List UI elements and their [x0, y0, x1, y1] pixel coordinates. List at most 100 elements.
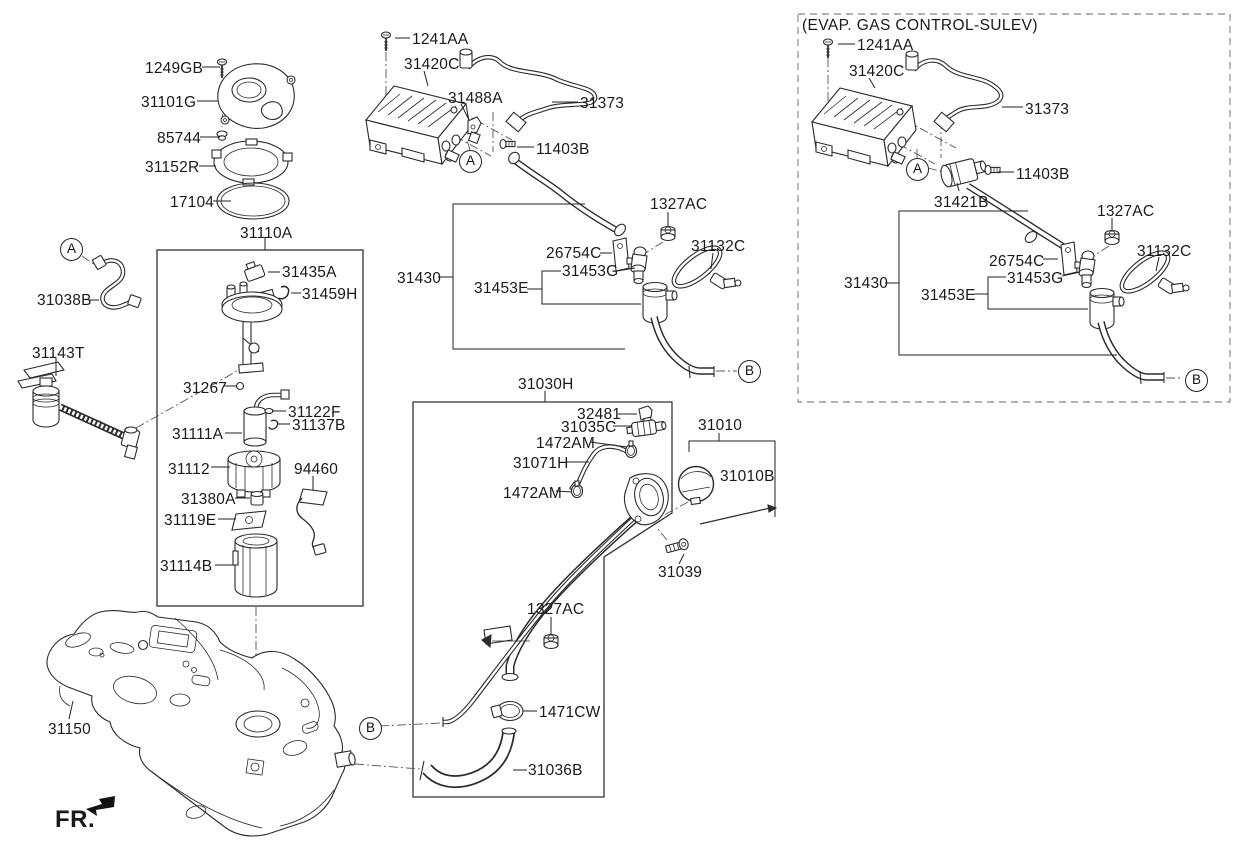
grommet-85744-drawing	[216, 130, 228, 141]
tube-31373-sulev-drawing	[905, 50, 1004, 133]
filter-31453E-drawing	[642, 281, 678, 324]
part-label-11403B: 11403B	[536, 141, 590, 158]
leader-lines	[55, 37, 1160, 771]
part-label-31459H: 31459H	[302, 286, 358, 303]
part-label-1327AC-lower: 1327AC	[527, 601, 585, 618]
part-label-31430: 31430	[397, 270, 442, 287]
section-marker-b-middle: B	[738, 360, 761, 383]
filler-neck-assembly-drawing	[442, 405, 669, 727]
hose-pump-to-valve-sulev-drawing	[966, 183, 1066, 250]
part-label-31132C: 31132C	[691, 238, 746, 255]
part-label-31143T: 31143T	[32, 345, 85, 362]
clip-32481-drawing	[638, 405, 653, 421]
fuel-cap-31010-drawing	[677, 465, 715, 506]
bolt-31039-drawing	[665, 538, 689, 554]
part-label-31112: 31112	[168, 461, 210, 478]
evap-sulev-dashed-box	[797, 13, 1231, 403]
part-label-1249GB: 1249GB	[145, 60, 204, 77]
part-label-31110A: 31110A	[240, 225, 293, 242]
evap-sulev-title: (EVAP. GAS CONTROL-SULEV)	[802, 17, 1038, 34]
part-label-31010B: 31010B	[720, 468, 775, 485]
screw-31267-drawing	[235, 381, 245, 391]
clamp-1471CW-drawing	[490, 700, 524, 722]
screw-1249GB-drawing	[216, 58, 228, 79]
part-label-31111A: 31111A	[172, 426, 224, 443]
cap-tether-31010B-drawing	[688, 433, 778, 525]
part-label-31430-sulev: 31430	[844, 275, 889, 292]
tube-31038B-drawing	[91, 254, 142, 310]
part-label-26754C-sulev: 26754C	[989, 253, 1045, 270]
section-marker-b-tank: B	[359, 717, 382, 740]
hose-canister-to-valve-drawing	[508, 151, 626, 237]
part-label-85744: 85744	[157, 130, 202, 147]
part-label-31373-sulev: 31373	[1025, 101, 1070, 118]
pump-31421B-drawing	[940, 158, 987, 188]
tube-31373-drawing	[459, 48, 598, 133]
part-label-11403B-sulev: 11403B	[1016, 166, 1070, 183]
clip-31137B-drawing	[268, 419, 279, 430]
bracket-31488A-drawing	[467, 116, 482, 145]
clip-31435A-drawing	[244, 260, 266, 282]
plate-31119E-drawing	[231, 510, 267, 531]
part-label-1327AC-sulev: 1327AC	[1097, 203, 1155, 220]
section-marker-a-sulev: A	[906, 158, 929, 181]
part-label-31421B: 31421B	[934, 194, 989, 211]
part-label-1327AC: 1327AC	[650, 196, 708, 213]
screw-1241AA-drawing	[380, 31, 392, 52]
part-label-1241AA-sulev: 1241AA	[857, 37, 914, 54]
part-label-31435A: 31435A	[282, 264, 337, 281]
part-label-31488A: 31488A	[448, 90, 503, 107]
group-box-31110A	[156, 249, 364, 607]
hose-to-B-sulev-drawing	[1097, 321, 1165, 385]
part-label-31373: 31373	[580, 95, 625, 112]
part-label-31267: 31267	[183, 380, 228, 397]
part-label-31380A: 31380A	[181, 491, 236, 508]
part-label-31035C: 31035C	[561, 419, 617, 436]
nut-1327AC-lower-drawing	[543, 633, 559, 650]
part-label-31119E: 31119E	[164, 512, 217, 529]
part-label-31137B: 31137B	[292, 417, 346, 434]
clamp-1472AM-1-drawing	[624, 440, 638, 459]
section-marker-a-middle: A	[459, 150, 482, 173]
part-label-31420C: 31420C	[404, 56, 460, 73]
screw-1241AA-sulev-drawing	[822, 38, 834, 59]
part-label-1241AA: 1241AA	[412, 31, 469, 48]
fr-arrow	[86, 796, 115, 816]
hose-31036B-drawing	[419, 727, 517, 789]
section-marker-a-left: A	[60, 238, 83, 261]
hose-to-B-drawing	[650, 316, 715, 379]
part-label-31453G: 31453G	[562, 263, 619, 280]
part-label-26754C: 26754C	[546, 245, 602, 262]
nut-1327AC-sulev-drawing	[1104, 229, 1120, 246]
part-label-32481: 32481	[577, 406, 622, 423]
part-label-31132C-sulev: 31132C	[1137, 243, 1192, 260]
part-label-94460: 94460	[294, 461, 339, 478]
section-marker-b-sulev: B	[1185, 369, 1208, 392]
nut-1327AC-drawing	[660, 225, 676, 242]
part-label-1472AM-2: 1472AM	[503, 485, 562, 502]
part-label-31101G: 31101G	[141, 94, 197, 111]
part-label-31453E: 31453E	[474, 280, 529, 297]
part-label-31150: 31150	[48, 721, 91, 738]
part-label-31071H: 31071H	[513, 455, 569, 472]
sensor-31035C-drawing	[626, 419, 667, 438]
part-label-31030H: 31030H	[518, 376, 574, 393]
fuel-pump-module-drawing	[221, 260, 328, 598]
washer-31122F-drawing	[264, 407, 274, 415]
valve-26754C-31453G-sulev-drawing	[1060, 241, 1096, 289]
part-label-31453E-sulev: 31453E	[921, 287, 976, 304]
part-label-31152R: 31152R	[145, 159, 200, 176]
part-label-1472AM-1: 1472AM	[536, 435, 595, 452]
pump-plate-cover-31101G-drawing	[217, 63, 296, 129]
part-label-31010: 31010	[698, 417, 743, 434]
fuel-tank-31150-drawing	[46, 610, 356, 837]
part-label-31039: 31039	[658, 564, 703, 581]
fr-label: FR.	[55, 806, 96, 833]
rollover-valve-31143T-drawing	[17, 361, 141, 460]
fuel-sender-94460-drawing	[296, 488, 328, 556]
part-label-31420C-sulev: 31420C	[849, 63, 905, 80]
filter-31453E-sulev-drawing	[1089, 287, 1125, 330]
group-box-31030H	[412, 401, 673, 798]
